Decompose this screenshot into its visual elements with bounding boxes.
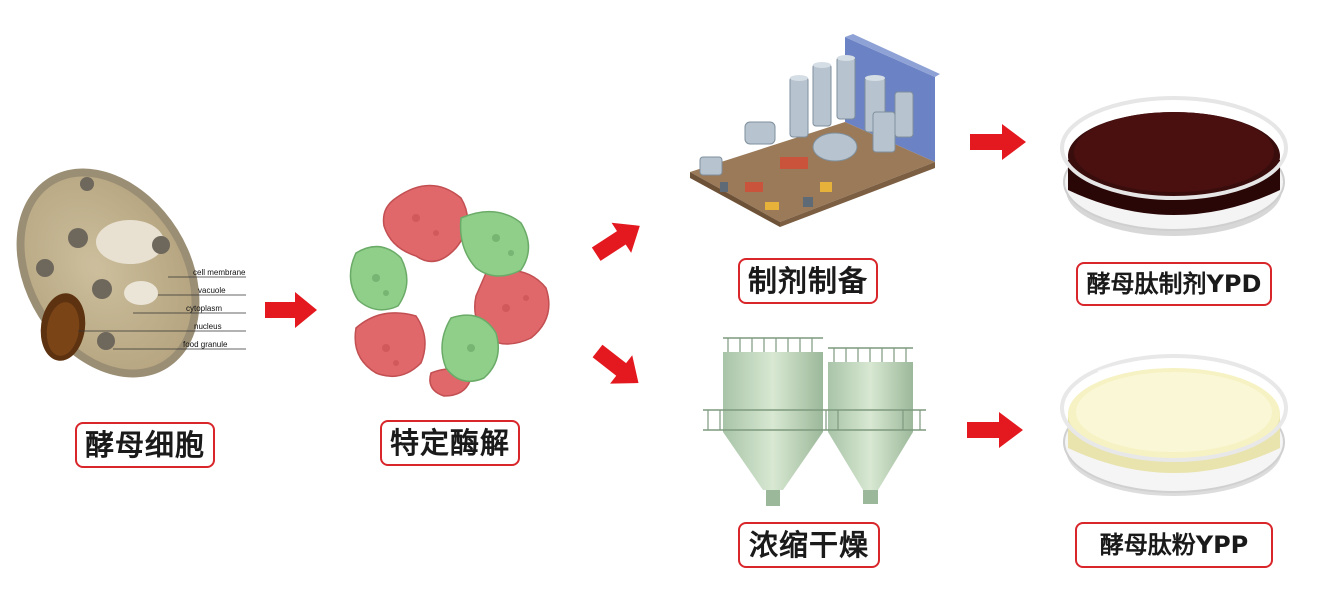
label-food-granule: food granule <box>183 340 228 349</box>
label-cell-membrane: cell membrane <box>193 268 246 277</box>
yeast-cell-illustration: cell membrane vacuole cytoplasm nucleus … <box>8 155 253 390</box>
label-product-ypp: 酵母肽粉YPP <box>1075 522 1273 568</box>
factory-illustration <box>685 32 940 227</box>
label-vacuole: vacuole <box>198 286 226 295</box>
arrow-down-right-icon <box>590 343 646 391</box>
petri-dish-powder <box>1058 342 1290 502</box>
arrow-up-right-icon <box>590 218 646 262</box>
label-enzymolysis: 特定酶解 <box>380 420 520 466</box>
protein-complex-illustration <box>336 178 566 400</box>
drying-tower-illustration <box>698 330 926 508</box>
label-formulation: 制剂制备 <box>738 258 878 304</box>
label-cytoplasm: cytoplasm <box>186 304 222 313</box>
arrow-right-icon <box>967 412 1023 448</box>
label-nucleus: nucleus <box>194 322 222 331</box>
label-yeast-cell: 酵母细胞 <box>75 422 215 468</box>
label-concentrate-dry: 浓缩干燥 <box>738 522 880 568</box>
arrow-right-icon <box>970 124 1026 160</box>
label-product-ypd: 酵母肽制剂YPD <box>1076 262 1272 306</box>
petri-dish-liquid <box>1058 90 1290 242</box>
arrow-right-icon <box>265 292 317 328</box>
